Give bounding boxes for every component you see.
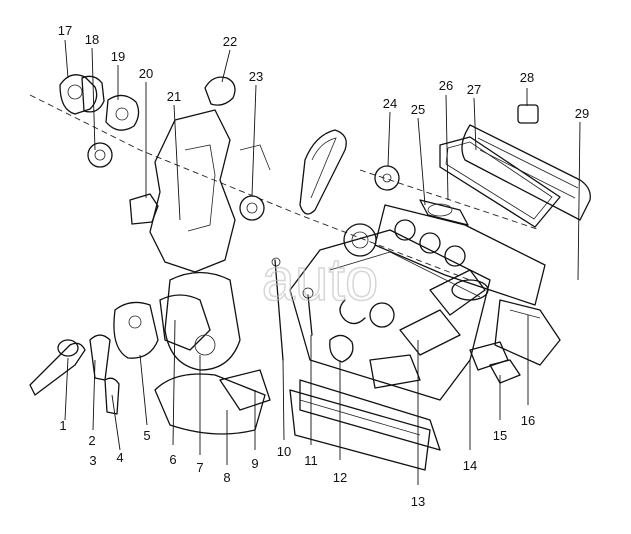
label-29: 29 [575,106,589,121]
label-5: 5 [143,428,150,443]
engine-block [289,223,491,451]
part-8-lower-manifold [154,373,266,435]
label-20: 20 [139,66,153,81]
label-25: 25 [411,102,425,117]
label-3: 3 [89,453,96,468]
part-2-hose [89,334,111,381]
label-12: 12 [333,470,347,485]
timing-chain [299,129,347,215]
part-18-pump [81,75,113,168]
label-13: 13 [411,494,425,509]
part-24-cam-sprocket [374,165,400,191]
label-2: 2 [88,433,95,448]
label-27: 27 [467,82,481,97]
label-16: 16 [521,413,535,428]
label-7: 7 [196,460,203,475]
part-15-flange [489,359,521,384]
assembly-axis-line-2 [359,169,541,231]
part-27-cover-gasket [439,136,561,228]
label-15: 15 [493,428,507,443]
part-7-intake-manifold [164,271,241,371]
part-29-valve-cover [461,124,591,221]
part-4-hose [104,377,120,415]
part-9-bracket [219,369,271,411]
part-13-camshaft-assembly [399,269,489,356]
cylinder-head [374,204,546,306]
label-9: 9 [251,456,258,471]
oil-pan [289,389,431,471]
label-28: 28 [520,70,534,85]
part-11-oil-filter-stud [302,287,314,336]
part-1-hose [29,339,86,396]
part-12-starter-motor [329,334,421,389]
label-10: 10 [277,444,291,459]
label-19: 19 [111,49,125,64]
label-6: 6 [169,452,176,467]
label-24: 24 [383,96,397,111]
label-21: 21 [167,89,181,104]
label-14: 14 [463,458,477,473]
part-22-sensor [204,76,236,106]
label-11: 11 [304,453,318,468]
label-22: 22 [223,34,237,49]
label-26: 26 [439,78,453,93]
leader-lines [64,39,581,485]
part-16-exhaust-manifold [494,299,561,366]
label-23: 23 [249,69,263,84]
part-5-thermostat [113,301,159,359]
part-21-timing-cover [149,109,236,273]
label-4: 4 [116,450,123,465]
part-28-oil-cap [517,104,539,124]
label-18: 18 [85,32,99,47]
part-14-gasket [469,341,509,371]
label-1: 1 [59,418,66,433]
part-25-camshaft [419,199,469,226]
assembly-axis-line [29,94,471,281]
part-17-pump-housing [59,74,98,115]
watermark-text: auto [262,246,379,313]
part-23-tensioner-pulley [239,144,271,221]
part-10-dipstick [271,257,284,361]
part-20-bracket [129,193,159,225]
label-8: 8 [223,470,230,485]
part-number-labels: 1 2 3 4 5 6 7 8 9 10 11 12 13 14 15 16 1… [58,23,589,509]
part-19-thermostat-housing [105,94,140,131]
part-6-hose [159,294,211,351]
label-17: 17 [58,23,72,38]
